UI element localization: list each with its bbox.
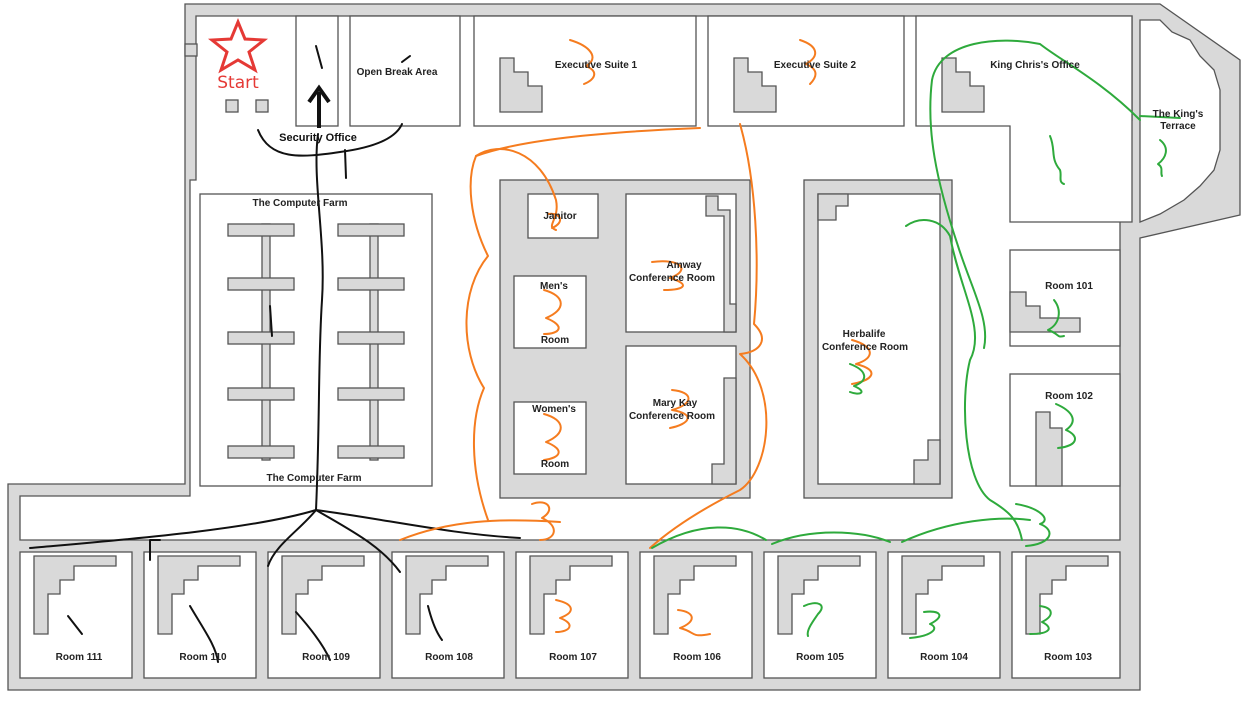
open-break-area-label: Open Break Area [357,67,438,78]
room-106-label: Room 106 [673,652,721,663]
room-101-desk [1009,291,1081,333]
womens-room[interactable] [513,401,587,475]
womens-room-label: Women's [532,404,576,415]
king-chris-office-label: King Chris's Office [990,60,1080,71]
computer-farm-label: The Computer Farm [266,473,361,484]
mary-kay-label: Conference Room [629,411,715,422]
mens-room-label: Men's [540,281,568,292]
amway-label: Conference Room [629,273,715,284]
amway-conference-room[interactable] [625,193,737,333]
room-110-label: Room 110 [179,652,227,663]
top-row-rooms [184,15,1221,223]
executive-suite-1-desk [499,57,543,113]
start-pillar [184,43,198,57]
server-rack-left [227,223,295,461]
open-break-area-room[interactable] [349,15,461,127]
room-102-label: Room 102 [1045,391,1093,402]
route-black [29,45,521,663]
herbalife-label: Conference Room [822,342,908,353]
start-label: Start [217,73,259,93]
room-103-label: Room 103 [1044,652,1092,663]
security-office-label: Security Office [279,132,357,144]
room-108-label: Room 108 [425,652,473,663]
king-chris-office-room[interactable] [915,15,1133,223]
room-109-label: Room 109 [302,652,350,663]
bottom-room-desks [33,555,1109,635]
herbalife-label: Herbalife [843,329,886,340]
arrow-up-icon [307,84,331,104]
king-chris-office-desk [941,57,985,113]
executive-suite-2-label: Executive Suite 2 [774,60,857,71]
mary-kay-label: Mary Kay [653,398,698,409]
mary-kay-desk [711,377,737,485]
herbalife-desk [817,193,849,221]
room-labels: Security Office Open Break Area Executiv… [56,60,1204,663]
amway-label: Amway [666,260,701,271]
room-101-label: Room 101 [1045,281,1093,292]
executive-suite-2-desk [733,57,777,113]
kings-terrace-room[interactable] [1139,19,1221,223]
mens-room-label: Room [541,335,569,346]
start-pillar [225,99,239,113]
herbalife-block [803,179,953,499]
route-orange [399,39,873,637]
computer-farm [199,193,433,487]
janitor-room[interactable] [527,193,599,239]
amway-desk [705,195,737,333]
room-107-label: Room 107 [549,652,597,663]
server-rack-right [337,223,405,461]
route-green [651,39,1181,639]
bottom-row-rooms [19,551,1121,679]
computer-farm-label: The Computer Farm [252,198,347,209]
start-pillar [255,99,269,113]
star-icon [207,18,269,74]
womens-room-label: Room [541,459,569,470]
kings-terrace-label: Terrace [1160,121,1196,132]
janitor-label: Janitor [543,211,576,222]
mens-room[interactable] [513,275,587,349]
start-marker[interactable]: Start [207,18,269,93]
room-105-label: Room 105 [796,652,844,663]
executive-suite-1-label: Executive Suite 1 [555,60,638,71]
room-111-label: Room 111 [56,652,103,663]
room-104-label: Room 104 [920,652,968,663]
kings-terrace-label: The King's [1153,109,1204,120]
room-102-desk [1035,411,1063,487]
mary-kay-conference-room[interactable] [625,345,737,485]
central-block [499,179,751,499]
herbalife-conference-room[interactable] [817,193,941,485]
herbalife-desk [913,439,941,485]
